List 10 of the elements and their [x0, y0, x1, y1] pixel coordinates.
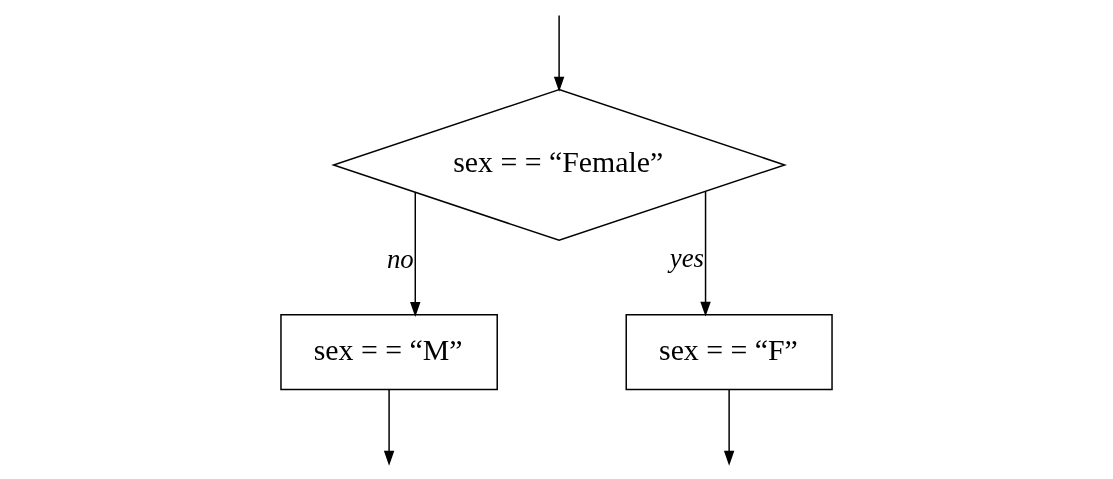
arrow: [700, 191, 711, 317]
arrow: [723, 388, 735, 466]
node-box: sex = = “F”: [625, 314, 833, 391]
arrow: [410, 191, 421, 317]
arrow: [383, 388, 395, 466]
edge-label: yes: [669, 243, 705, 274]
arrow: [553, 14, 565, 92]
node-box: sex = = “M”: [280, 314, 498, 391]
edge-label: no: [386, 243, 414, 274]
node-diamond: sex = = “Female”: [331, 88, 788, 242]
